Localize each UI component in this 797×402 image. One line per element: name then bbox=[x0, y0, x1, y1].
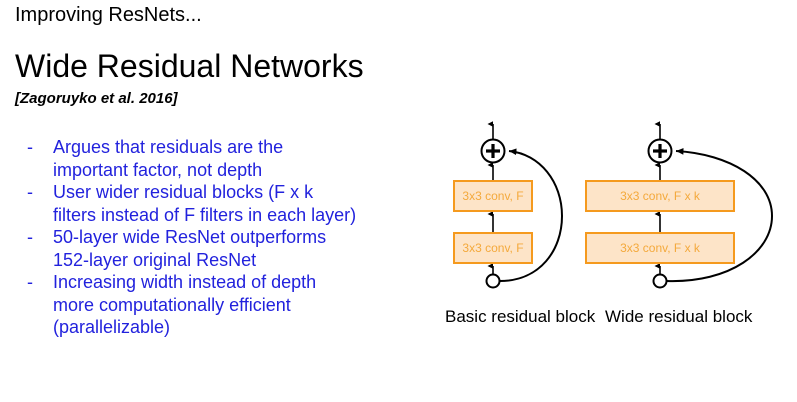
wide-input-split-node-icon bbox=[652, 273, 668, 289]
wide-conv-bottom-box: 3x3 conv, F x k bbox=[585, 232, 735, 264]
list-item: - 50-layer wide ResNet outperforms 152-l… bbox=[27, 226, 427, 271]
citation-reference: [Zagoruyko et al. 2016] bbox=[15, 90, 178, 107]
bullet-text: User wider residual blocks (F x k filter… bbox=[53, 182, 357, 225]
basic-input-split-node-icon bbox=[485, 273, 501, 289]
page-title: Wide Residual Networks bbox=[15, 48, 364, 84]
bullet-list: - Argues that residuals are the importan… bbox=[27, 136, 427, 339]
wide-block-caption: Wide residual block bbox=[605, 307, 753, 326]
basic-conv-top-label: 3x3 conv, F bbox=[462, 189, 524, 203]
wide-conv-top-label: 3x3 conv, F x k bbox=[620, 189, 700, 203]
wide-conv-bottom-label: 3x3 conv, F x k bbox=[620, 241, 700, 255]
slide-kicker: Improving ResNets... bbox=[15, 4, 202, 26]
bullet-text: 50-layer wide ResNet outperforms 152-lay… bbox=[53, 227, 327, 270]
bullet-marker-icon: - bbox=[27, 182, 33, 202]
bullet-marker-icon: - bbox=[27, 272, 33, 292]
basic-add-node-icon bbox=[480, 138, 506, 164]
basic-conv-bottom-label: 3x3 conv, F bbox=[462, 241, 524, 255]
bullet-marker-icon: - bbox=[27, 227, 33, 247]
bullet-text: Increasing width instead of depth more c… bbox=[53, 272, 317, 337]
wide-add-node-icon bbox=[647, 138, 673, 164]
wide-conv-top-box: 3x3 conv, F x k bbox=[585, 180, 735, 212]
list-item: - User wider residual blocks (F x k filt… bbox=[27, 181, 427, 226]
bullet-text: Argues that residuals are the important … bbox=[53, 137, 284, 180]
basic-conv-bottom-box: 3x3 conv, F bbox=[453, 232, 533, 264]
bullet-marker-icon: - bbox=[27, 137, 33, 157]
list-item: - Increasing width instead of depth more… bbox=[27, 271, 427, 339]
basic-conv-top-box: 3x3 conv, F bbox=[453, 180, 533, 212]
list-item: - Argues that residuals are the importan… bbox=[27, 136, 427, 181]
basic-block-caption: Basic residual block bbox=[445, 307, 596, 326]
